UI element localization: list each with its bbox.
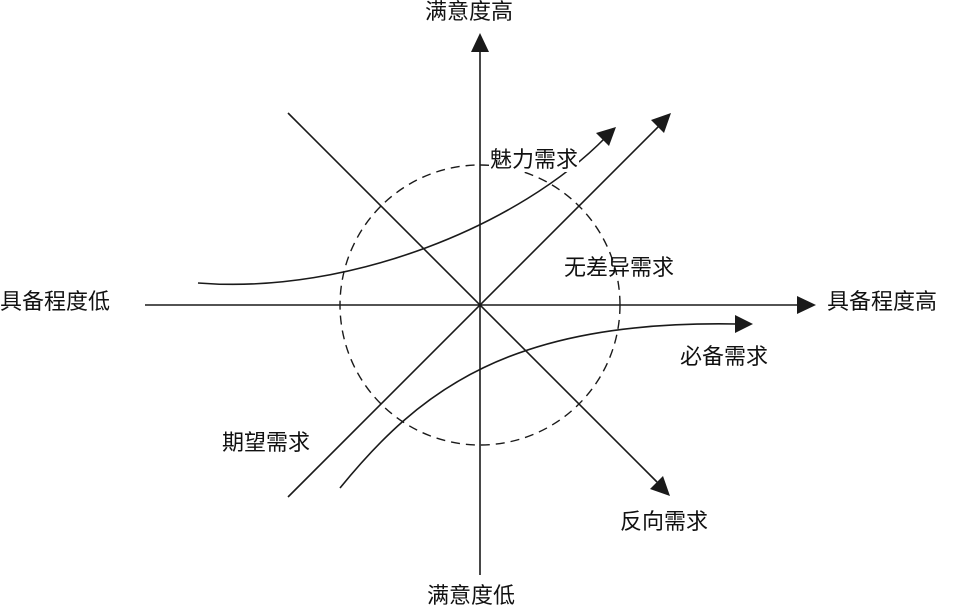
one-dimensional-requirement-label: 期望需求 xyxy=(222,431,311,456)
must-be-requirement-curve xyxy=(339,323,738,489)
x-axis-arrow-icon xyxy=(797,296,816,314)
y-axis-top-label: 满意度高 xyxy=(425,0,514,25)
attractive-requirement-arrow-icon xyxy=(596,127,616,146)
x-axis-right-label: 具备程度高 xyxy=(827,290,938,315)
attractive-requirement-label: 魅力需求 xyxy=(489,148,580,173)
must-be-requirement-arrow-icon xyxy=(735,315,753,333)
must-be-requirement-label: 必备需求 xyxy=(680,345,769,370)
indifferent-requirement-label: 无差异需求 xyxy=(564,256,675,281)
one-dimensional-requirement-line xyxy=(287,124,661,498)
reverse-requirement-line xyxy=(287,112,658,483)
reverse-requirement-arrow-icon xyxy=(650,476,670,496)
y-axis-bottom-label: 满意度低 xyxy=(427,584,516,609)
one-dimensional-requirement-arrow-icon xyxy=(651,113,671,133)
y-axis-arrow-icon xyxy=(471,33,489,52)
reverse-requirement-label: 反向需求 xyxy=(620,510,709,535)
x-axis-left-label: 具备程度低 xyxy=(0,290,111,315)
